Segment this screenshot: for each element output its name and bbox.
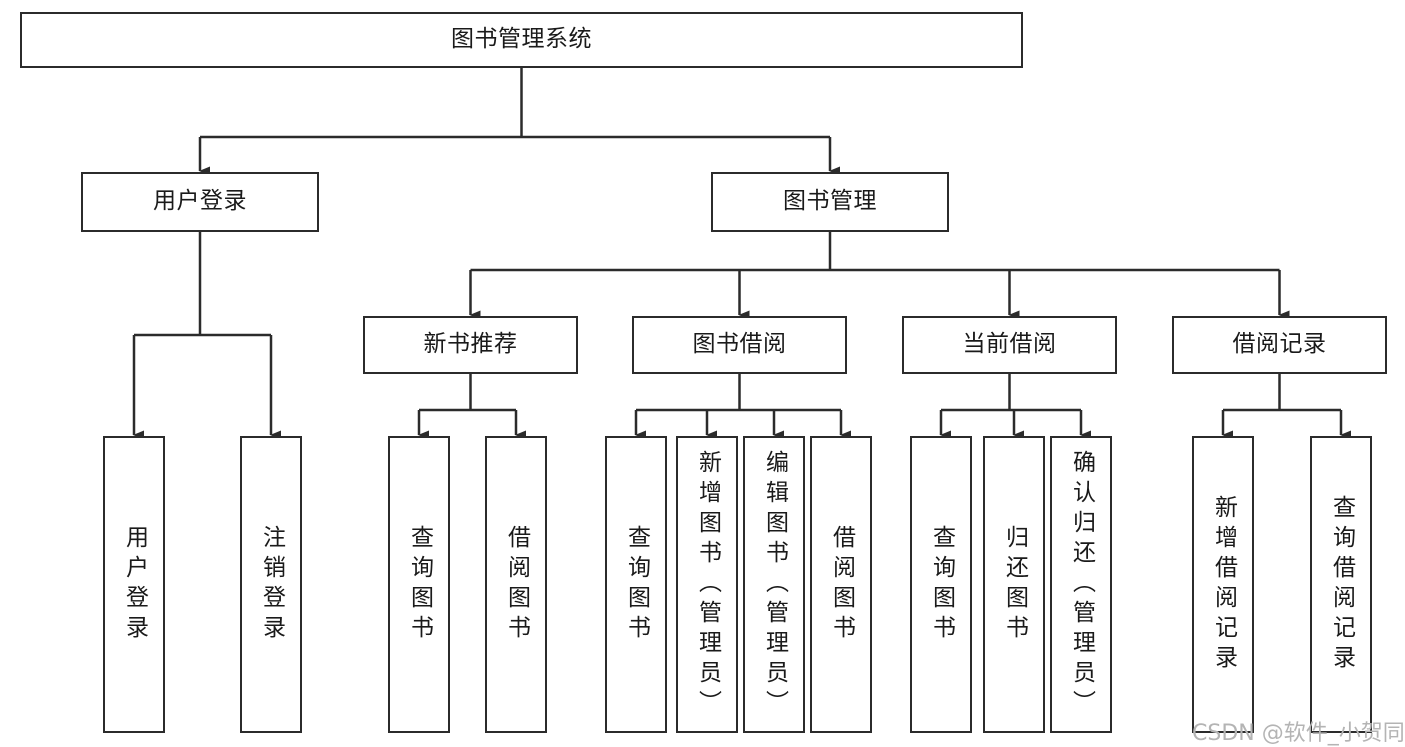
node-book-borrow[interactable]: 图书借阅 bbox=[632, 316, 847, 374]
node-leaf-query-record[interactable]: 查询借阅记录 bbox=[1310, 436, 1372, 733]
node-leaf-confirm-return-admin[interactable]: 确认归还（管理员） bbox=[1050, 436, 1112, 733]
node-label: 新书推荐 bbox=[423, 331, 518, 358]
node-label: 新增图书（管理员） bbox=[694, 449, 721, 720]
node-new-book-rec[interactable]: 新书推荐 bbox=[363, 316, 578, 374]
node-label: 当前借阅 bbox=[962, 331, 1057, 358]
node-label: 用户登录 bbox=[153, 188, 247, 215]
node-leaf-query-book-3[interactable]: 查询图书 bbox=[910, 436, 972, 733]
node-current-borrow[interactable]: 当前借阅 bbox=[902, 316, 1117, 374]
node-leaf-edit-book-admin[interactable]: 编辑图书（管理员） bbox=[743, 436, 805, 733]
node-leaf-add-book-admin[interactable]: 新增图书（管理员） bbox=[676, 436, 738, 733]
node-leaf-borrow-book-1[interactable]: 借阅图书 bbox=[485, 436, 547, 733]
node-label: 新增借阅记录 bbox=[1210, 494, 1237, 675]
node-label: 确认归还（管理员） bbox=[1068, 449, 1095, 720]
node-label: 图书借阅 bbox=[692, 331, 787, 358]
node-label: 查询图书 bbox=[928, 524, 955, 645]
node-label: 借阅图书 bbox=[828, 524, 855, 645]
node-label: 查询借阅记录 bbox=[1328, 494, 1355, 675]
node-label: 归还图书 bbox=[1001, 524, 1028, 645]
node-root[interactable]: 图书管理系统 bbox=[20, 12, 1023, 68]
node-label: 查询图书 bbox=[406, 524, 433, 645]
node-leaf-return-book[interactable]: 归还图书 bbox=[983, 436, 1045, 733]
node-label: 借阅图书 bbox=[503, 524, 530, 645]
node-leaf-add-record[interactable]: 新增借阅记录 bbox=[1192, 436, 1254, 733]
node-label: 注销登录 bbox=[258, 524, 285, 645]
node-label: 图书管理 bbox=[783, 188, 877, 215]
connector-layer bbox=[132, 68, 1351, 440]
node-leaf-query-book-2[interactable]: 查询图书 bbox=[605, 436, 667, 733]
node-leaf-user-login[interactable]: 用户登录 bbox=[103, 436, 165, 733]
node-leaf-borrow-book-2[interactable]: 借阅图书 bbox=[810, 436, 872, 733]
node-label: 图书管理系统 bbox=[451, 26, 592, 53]
node-label: 借阅记录 bbox=[1232, 331, 1327, 358]
node-user-login[interactable]: 用户登录 bbox=[81, 172, 319, 232]
node-book-manage[interactable]: 图书管理 bbox=[711, 172, 949, 232]
node-label: 用户登录 bbox=[121, 524, 148, 645]
node-leaf-query-book-1[interactable]: 查询图书 bbox=[388, 436, 450, 733]
node-borrow-record[interactable]: 借阅记录 bbox=[1172, 316, 1387, 374]
node-label: 编辑图书（管理员） bbox=[761, 449, 788, 720]
node-leaf-logout[interactable]: 注销登录 bbox=[240, 436, 302, 733]
node-label: 查询图书 bbox=[623, 524, 650, 645]
